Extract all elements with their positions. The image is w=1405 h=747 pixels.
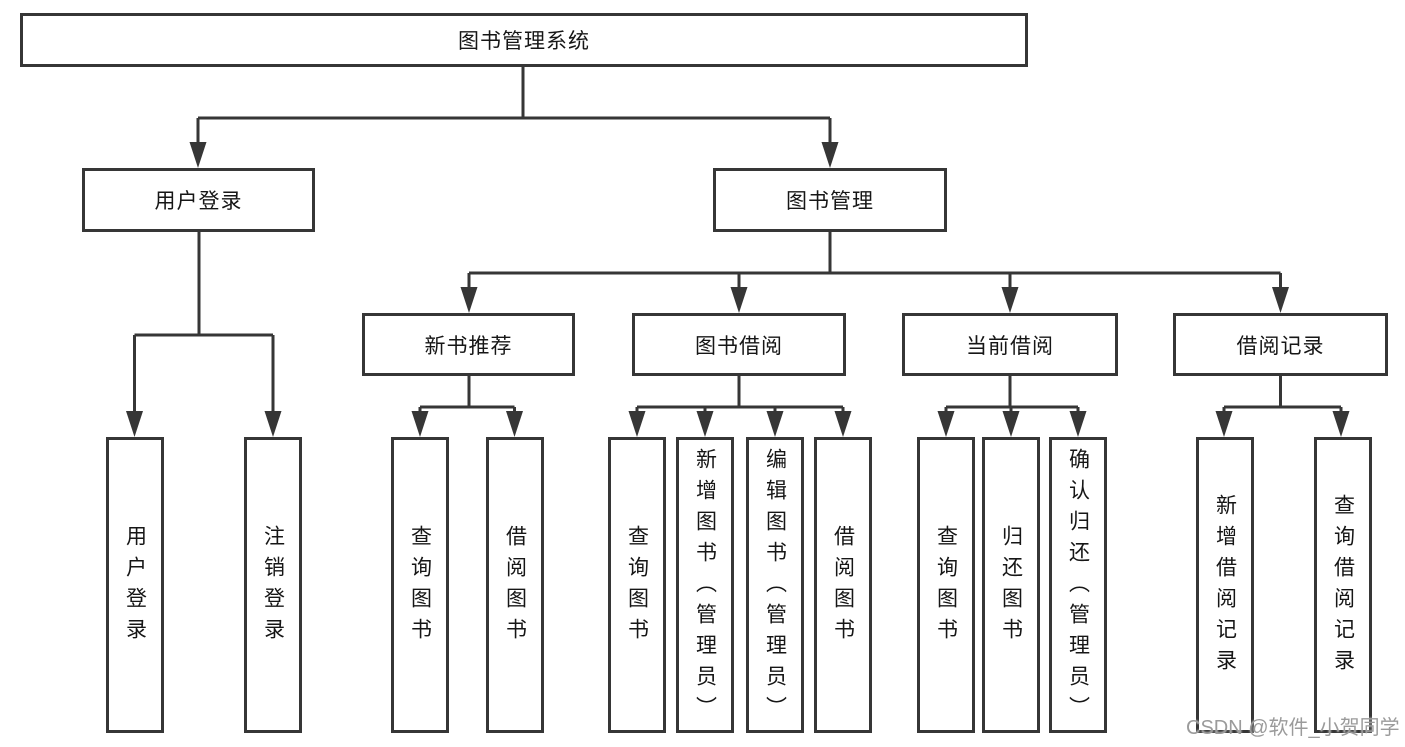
node-current-borrow: 当前借阅 — [902, 313, 1118, 376]
leaf-add-borrow-record: 新增借阅记录 — [1196, 437, 1254, 733]
leaf-query-books-2: 查询图书 — [608, 437, 666, 733]
leaf-borrow-books-2: 借阅图书 — [814, 437, 872, 733]
leaf-return-book: 归还图书 — [982, 437, 1040, 733]
leaf-borrow-books-1: 借阅图书 — [486, 437, 544, 733]
leaf-add-book-admin: 新增图书（管理员） — [676, 437, 734, 733]
leaf-query-borrow-record: 查询借阅记录 — [1314, 437, 1372, 733]
leaf-user-login: 用户登录 — [106, 437, 164, 733]
node-borrow-records: 借阅记录 — [1173, 313, 1388, 376]
node-new-book-recommend: 新书推荐 — [362, 313, 575, 376]
node-book-borrow: 图书借阅 — [632, 313, 846, 376]
leaf-query-books-1: 查询图书 — [391, 437, 449, 733]
leaf-edit-book-admin: 编辑图书（管理员） — [746, 437, 804, 733]
csdn-watermark: CSDN @软件_小贺同学 — [1186, 717, 1400, 739]
leaf-confirm-return-admin: 确认归还（管理员） — [1049, 437, 1107, 733]
leaf-query-books-3: 查询图书 — [917, 437, 975, 733]
node-root: 图书管理系统 — [20, 13, 1028, 67]
node-book-management: 图书管理 — [713, 168, 947, 232]
node-user-login: 用户登录 — [82, 168, 315, 232]
leaf-logout: 注销登录 — [244, 437, 302, 733]
